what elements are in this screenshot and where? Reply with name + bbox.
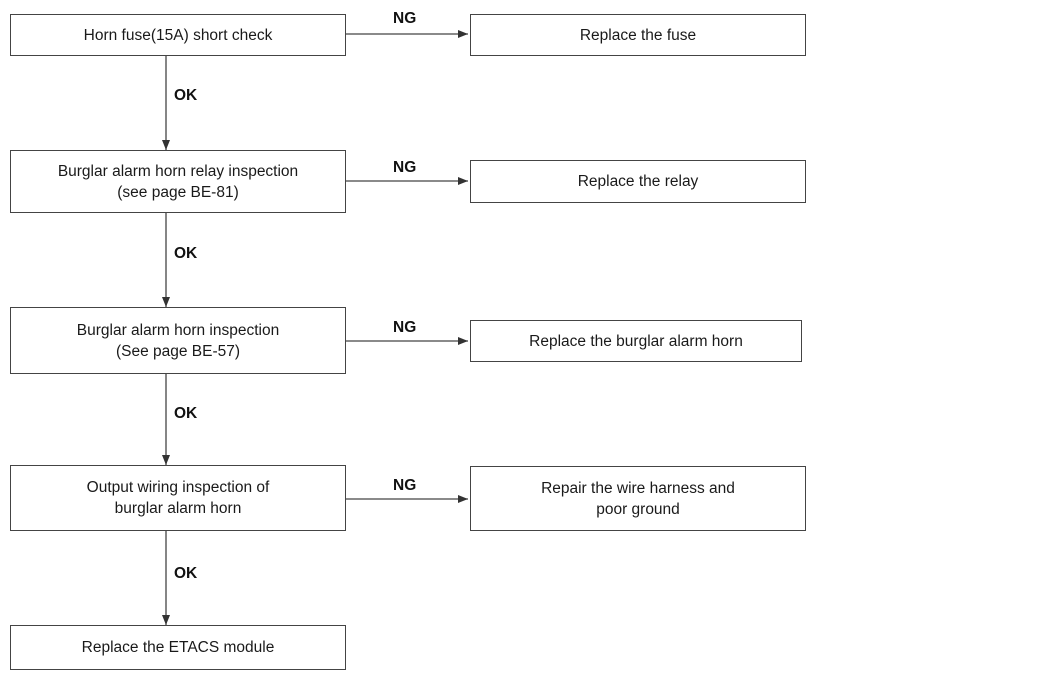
check-text: Horn fuse(15A) short check	[83, 26, 273, 44]
action-box-repair-harness: Repair the wire harness and poor ground	[470, 466, 806, 531]
ok-label: OK	[174, 87, 198, 104]
check-box-horn: Burglar alarm horn inspection (See page …	[10, 307, 346, 374]
check-text-line2: burglar alarm horn	[114, 500, 242, 517]
ng-label: NG	[393, 10, 417, 27]
final-action-box: Replace the ETACS module	[10, 625, 346, 670]
ok-label: OK	[174, 565, 198, 582]
final-action-text: Replace the ETACS module	[81, 639, 275, 656]
check-text: Output wiring inspection of	[86, 479, 270, 496]
ok-label: OK	[174, 405, 198, 422]
check-box-fuse: Horn fuse(15A) short check	[10, 14, 346, 56]
check-text-ref: (See page BE-57)	[115, 342, 241, 360]
action-text: Repair the wire harness and	[541, 479, 735, 497]
action-text: Replace the relay	[577, 173, 699, 190]
check-text: Burglar alarm horn relay inspection	[57, 162, 299, 180]
action-text-line2: poor ground	[596, 500, 680, 518]
ng-label: NG	[393, 477, 417, 494]
ng-label: NG	[393, 319, 417, 336]
check-text: Burglar alarm horn inspection	[76, 321, 280, 339]
ok-label: OK	[174, 245, 198, 262]
check-box-wiring: Output wiring inspection of burglar alar…	[10, 465, 346, 531]
action-box-replace-horn: Replace the burglar alarm horn	[470, 320, 802, 362]
action-text: Replace the burglar alarm horn	[529, 332, 743, 350]
check-text-ref: (see page BE-81)	[117, 183, 239, 201]
check-box-relay: Burglar alarm horn relay inspection (see…	[10, 150, 346, 213]
ng-label: NG	[393, 159, 417, 176]
action-text: Replace the fuse	[579, 26, 697, 44]
action-box-replace-relay: Replace the relay	[470, 160, 806, 203]
action-box-replace-fuse: Replace the fuse	[470, 14, 806, 56]
